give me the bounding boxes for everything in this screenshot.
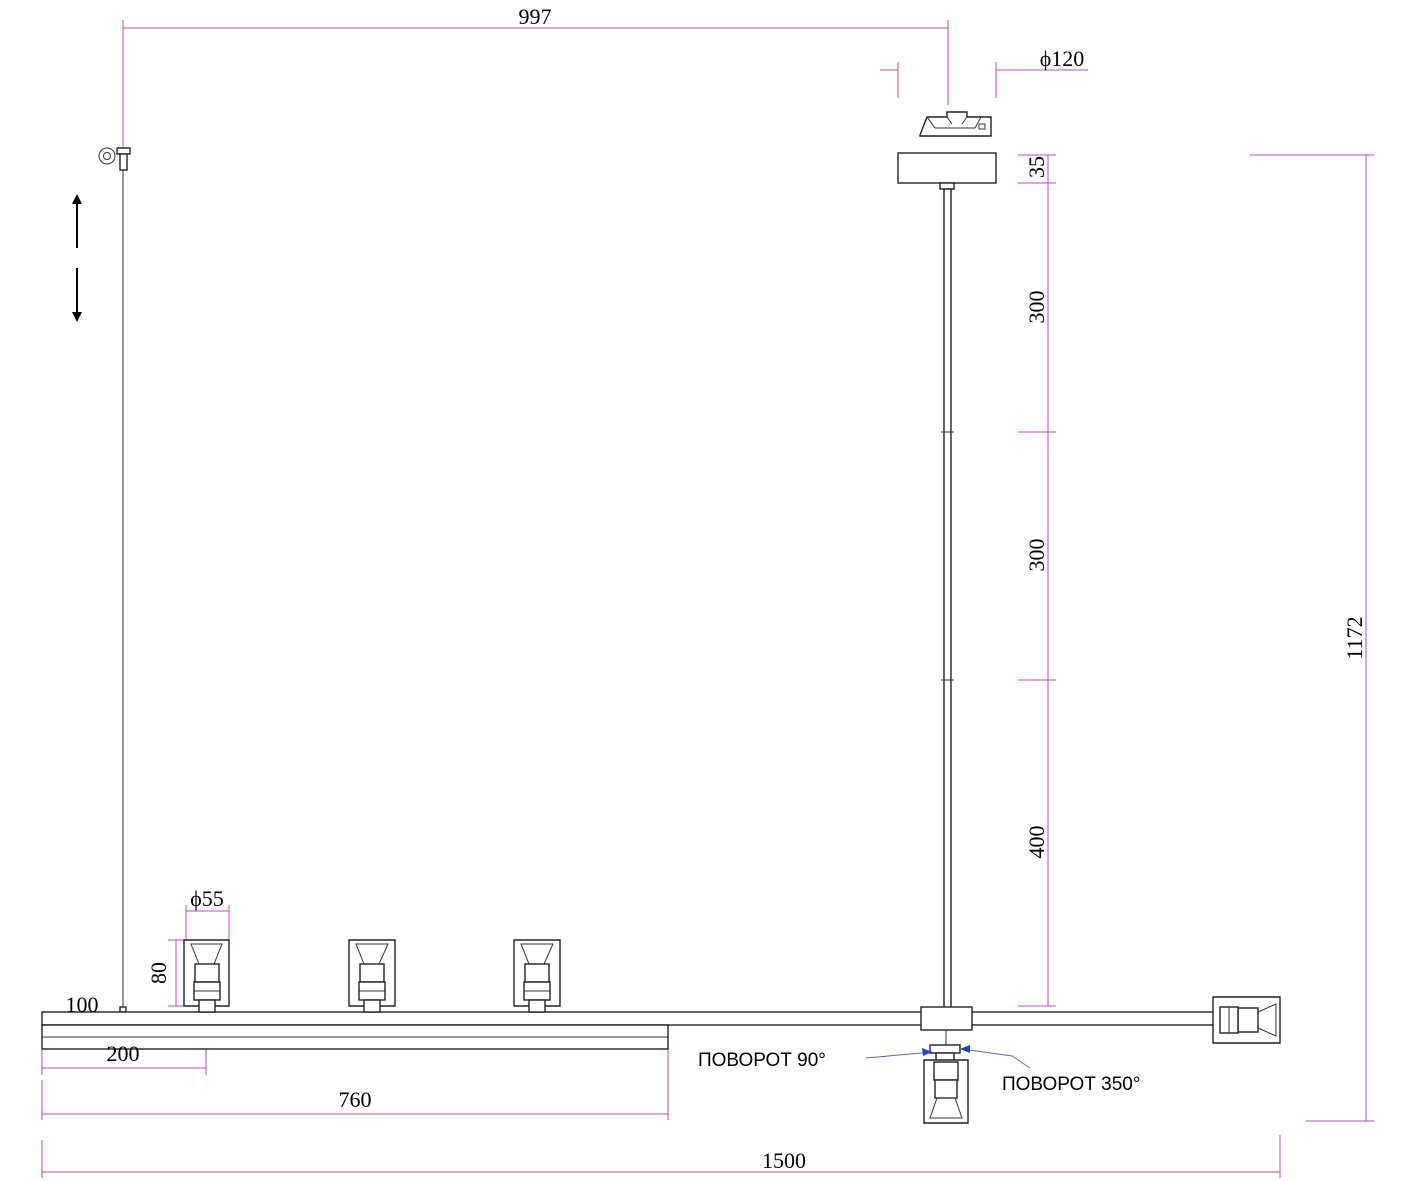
spotlight-pendant	[923, 1044, 969, 1124]
dim-bar-end-offset: 100	[66, 992, 99, 1017]
dim-shade-height: 80	[146, 962, 171, 984]
arrow-up-icon	[72, 194, 82, 248]
canopy	[897, 152, 997, 184]
dim-rod-segment-3: 400	[1024, 826, 1049, 859]
dim-canopy-height: 35	[1024, 156, 1049, 178]
hook-icon	[98, 147, 131, 178]
dim-overall-width: 1500	[762, 1148, 806, 1173]
dim-rod-segment-1: 300	[1024, 291, 1049, 324]
arrow-down-icon	[72, 268, 82, 322]
dim-first-shade-offset: 200	[107, 1041, 140, 1066]
main-bar	[41, 1011, 1221, 1026]
mounting-bracket	[919, 111, 992, 137]
spotlight-3	[513, 939, 561, 1013]
center-joint	[920, 1006, 973, 1031]
cable-anchor	[119, 1006, 127, 1013]
dim-shade-diameter: ϕ55	[190, 886, 224, 911]
vertical-rod	[941, 188, 954, 1010]
note-rotation-350: ПОВОРОТ 350°	[1002, 1074, 1140, 1095]
canopy-collar	[939, 182, 955, 190]
dim-cable-to-canopy: 997	[519, 4, 552, 29]
spotlight-2	[348, 939, 396, 1013]
dim-overall-height: 1172	[1342, 616, 1367, 659]
spotlight-1	[183, 939, 230, 1013]
spotlight-end	[1212, 996, 1281, 1044]
dimension-lines	[41, 20, 1374, 1178]
note-rotation-90: ПОВОРОТ 90°	[698, 1050, 826, 1071]
dimension-labels: 997 ϕ120 35 300 300 400 1172 ϕ55 80 100 …	[66, 4, 1368, 1173]
dim-canopy-diameter: ϕ120	[1040, 46, 1085, 71]
dim-rod-segment-2: 300	[1024, 539, 1049, 572]
rotation-leaders	[865, 1045, 1031, 1069]
dim-short-bar-length: 760	[339, 1087, 372, 1112]
